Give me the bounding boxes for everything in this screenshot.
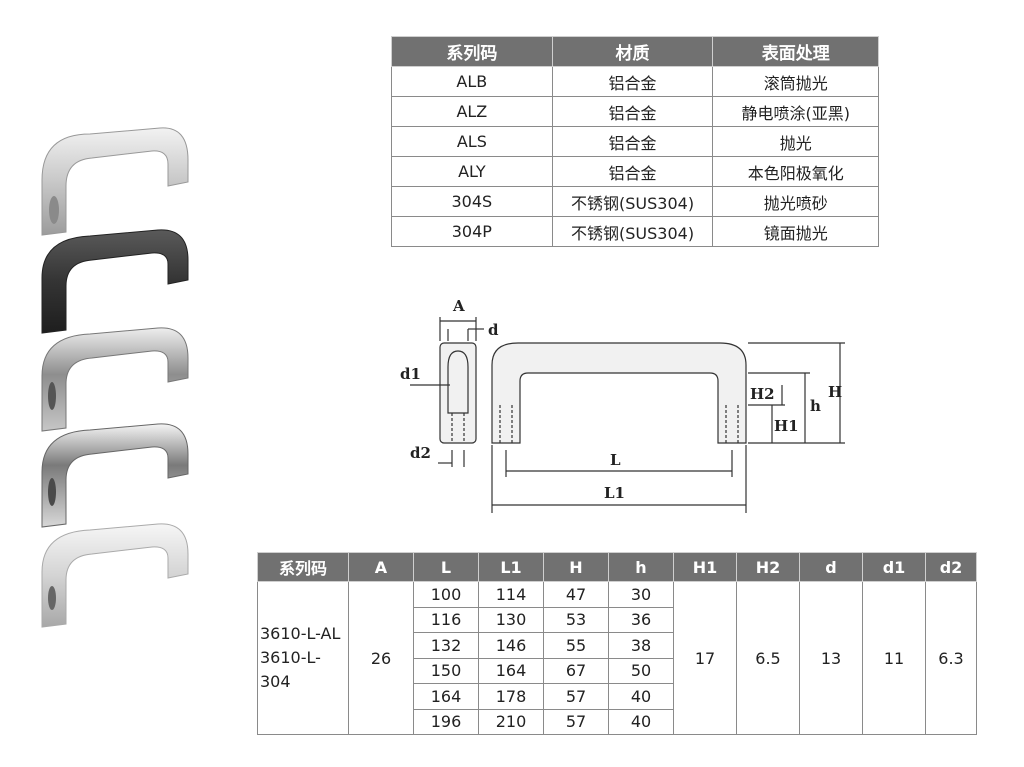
- header-L1: L1: [478, 552, 544, 582]
- label-d1: d1: [400, 365, 421, 383]
- label-d2: d2: [410, 444, 431, 462]
- label-H2: H2: [750, 385, 775, 403]
- value-h: 30: [608, 581, 674, 608]
- material: 不锈钢(SUS304): [551, 186, 714, 217]
- table-row: 304S 不锈钢(SUS304) 抛光喷砂: [391, 186, 879, 217]
- material: 铝合金: [551, 156, 714, 187]
- surface-treatment: 镜面抛光: [712, 216, 879, 247]
- handle-als-image: [41, 327, 189, 432]
- value-L1: 114: [478, 581, 544, 608]
- table-row: 304P 不锈钢(SUS304) 镜面抛光: [391, 216, 879, 247]
- header-series-code: 系列码: [391, 36, 553, 67]
- table-row: 3610-L-AL 3610-L-304 26 100 114 47 30 17…: [257, 581, 977, 735]
- table-row: 116 130 53 36: [258, 606, 977, 633]
- surface-treatment: 静电喷涂(亚黑): [712, 96, 879, 127]
- surface-treatment: 本色阳极氧化: [712, 156, 879, 187]
- handle-alb-image: [41, 127, 189, 236]
- value-d: 13: [799, 581, 863, 735]
- value-H: 53: [543, 606, 609, 633]
- dimension-table-header: 系列码 A L L1 H h H1 H2 d d1 d2: [257, 552, 977, 582]
- header-material: 材质: [551, 36, 714, 67]
- material-table-header: 系列码 材质 表面处理: [391, 36, 879, 67]
- handle-photos: [30, 120, 200, 640]
- value-L1: 146: [478, 632, 544, 659]
- value-h: 40: [608, 708, 674, 735]
- header-H2: H2: [736, 552, 800, 582]
- table-row: ALS 铝合金 抛光: [391, 126, 879, 157]
- value-L: 150: [413, 657, 479, 684]
- value-L: 132: [413, 632, 479, 659]
- value-h: 50: [608, 657, 674, 684]
- series-code: ALY: [391, 156, 553, 187]
- technical-drawing: A d d1 d2 L L1 H h H1 H2: [400, 297, 845, 513]
- value-L1: 210: [478, 708, 544, 735]
- value-H: 67: [543, 657, 609, 684]
- label-L1: L1: [604, 484, 625, 502]
- label-d: d: [488, 321, 499, 339]
- material: 不锈钢(SUS304): [551, 216, 714, 247]
- header-d: d: [799, 552, 863, 582]
- label-L: L: [610, 451, 621, 469]
- header-H: H: [543, 552, 609, 582]
- header-H1: H1: [673, 552, 737, 582]
- series-code: 3610-L-AL: [260, 624, 341, 643]
- value-L1: 164: [478, 657, 544, 684]
- series-code-cell: 3610-L-AL 3610-L-304: [257, 581, 349, 735]
- header-series-code: 系列码: [257, 552, 349, 582]
- series-code: 3610-L-304: [260, 648, 321, 691]
- value-H: 57: [543, 683, 609, 710]
- value-h: 36: [608, 606, 674, 633]
- series-code: ALB: [391, 66, 553, 97]
- label-A: A: [452, 297, 465, 315]
- table-row: ALZ 铝合金 静电喷涂(亚黑): [391, 96, 879, 127]
- material: 铝合金: [551, 126, 714, 157]
- value-H2: 6.5: [736, 581, 800, 735]
- label-h: h: [810, 397, 821, 415]
- value-L: 116: [413, 606, 479, 633]
- material: 铝合金: [551, 96, 714, 127]
- handle-aly-image: [41, 423, 189, 528]
- table-row: 196 210 57 40: [258, 708, 977, 735]
- value-d2: 6.3: [925, 581, 977, 735]
- dimension-table: 系列码 A L L1 H h H1 H2 d d1 d2 3610-L-AL 3…: [257, 552, 977, 735]
- label-H: H: [828, 383, 842, 401]
- material: 铝合金: [551, 66, 714, 97]
- series-code: 304P: [391, 216, 553, 247]
- value-H: 47: [543, 581, 609, 608]
- value-H: 55: [543, 632, 609, 659]
- value-h: 40: [608, 683, 674, 710]
- table-row: 150 164 67 50: [258, 657, 977, 684]
- surface-treatment: 滚筒抛光: [712, 66, 879, 97]
- header-d2: d2: [925, 552, 977, 582]
- value-d1: 11: [862, 581, 926, 735]
- material-table: 系列码 材质 表面处理 ALB 铝合金 滚筒抛光 ALZ 铝合金 静电喷涂(亚黑…: [391, 36, 879, 247]
- header-A: A: [348, 552, 414, 582]
- header-surface-treatment: 表面处理: [712, 36, 879, 67]
- handle-alz-image: [41, 229, 189, 334]
- label-H1: H1: [774, 417, 799, 435]
- value-L: 100: [413, 581, 479, 608]
- value-h: 38: [608, 632, 674, 659]
- series-code: ALZ: [391, 96, 553, 127]
- header-L: L: [413, 552, 479, 582]
- header-d1: d1: [862, 552, 926, 582]
- front-view: [491, 342, 845, 513]
- surface-treatment: 抛光: [712, 126, 879, 157]
- value-H1: 17: [673, 581, 737, 735]
- surface-treatment: 抛光喷砂: [712, 186, 879, 217]
- header-h: h: [608, 552, 674, 582]
- table-row: ALY 铝合金 本色阳极氧化: [391, 156, 879, 187]
- handle-304s-image: [41, 523, 189, 628]
- value-L1: 178: [478, 683, 544, 710]
- table-row: ALB 铝合金 滚筒抛光: [391, 66, 879, 97]
- side-view: [410, 317, 484, 467]
- value-A: 26: [348, 581, 414, 735]
- value-L: 164: [413, 683, 479, 710]
- series-code: 304S: [391, 186, 553, 217]
- series-code: ALS: [391, 126, 553, 157]
- value-L1: 130: [478, 606, 544, 633]
- value-H: 57: [543, 708, 609, 735]
- value-L: 196: [413, 708, 479, 735]
